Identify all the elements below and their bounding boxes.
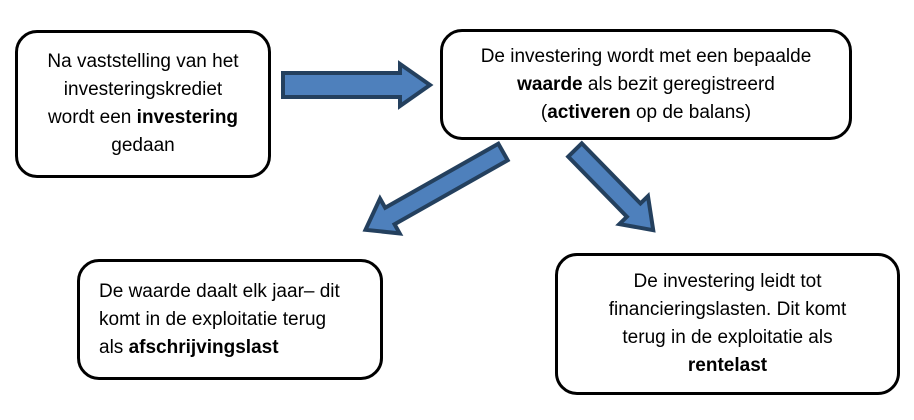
text-line: wordt een investering [48,104,238,132]
text-segment: De waarde daalt elk jaar– dit [99,280,340,302]
text-segment: Na vaststelling van het [47,51,239,72]
text-segment: terug in de exploitatie als [622,327,833,348]
text-line: Na vaststelling van het [47,48,238,76]
bold-text-segment: investering [136,107,239,128]
text-line: komt in de exploitatie terug [99,306,326,334]
bold-text-segment: rentelast [687,355,768,376]
text-segment: gedaan [111,135,175,156]
text-segment: De investering wordt met een bepaalde [480,45,812,67]
text-line: financieringslasten. Dit komt [609,296,847,324]
text-segment: financieringslasten. Dit komt [608,299,847,320]
afschrijvingslast-box: De waarde daalt elk jaar– dit komt in de … [77,259,383,380]
text-line: De waarde daalt elk jaar– dit [99,278,340,306]
text-line: investeringskrediet [64,76,222,104]
rentelast-box: De investering leidt tot financieringslas… [555,253,900,395]
text-line: waarde als bezit geregistreerd [517,71,775,99]
bold-text-segment: afschrijvingslast [128,336,279,358]
text-segment: De investering leidt tot [633,271,822,292]
text-segment: als [99,336,129,358]
down-right-arrow-icon [565,140,656,233]
text-segment: investeringskrediet [63,79,223,100]
text-line: als afschrijvingslast [99,334,279,362]
text-line: rentelast [688,352,767,380]
activeren-box: De investering wordt met een bepaalde waa… [440,29,852,140]
bold-text-segment: waarde [517,73,583,95]
bold-text-segment: activeren [547,101,631,123]
text-line: (activeren op de balans) [541,99,751,127]
text-line: terug in de exploitatie als [622,324,832,352]
text-segment: als bezit geregistreerd [582,73,775,95]
investering-box: Na vaststelling van het investeringskredi… [15,30,271,178]
text-segment: wordt een [47,107,137,128]
text-segment: ( [540,101,548,123]
right-arrow-icon [281,60,434,110]
text-line: De investering wordt met een bepaalde [481,43,812,71]
text-line: gedaan [111,132,174,160]
down-left-arrow-icon [362,141,511,236]
text-segment: komt in de exploitatie terug [99,308,327,330]
text-segment: op de balans) [630,101,752,123]
text-line: De investering leidt tot [634,268,822,296]
